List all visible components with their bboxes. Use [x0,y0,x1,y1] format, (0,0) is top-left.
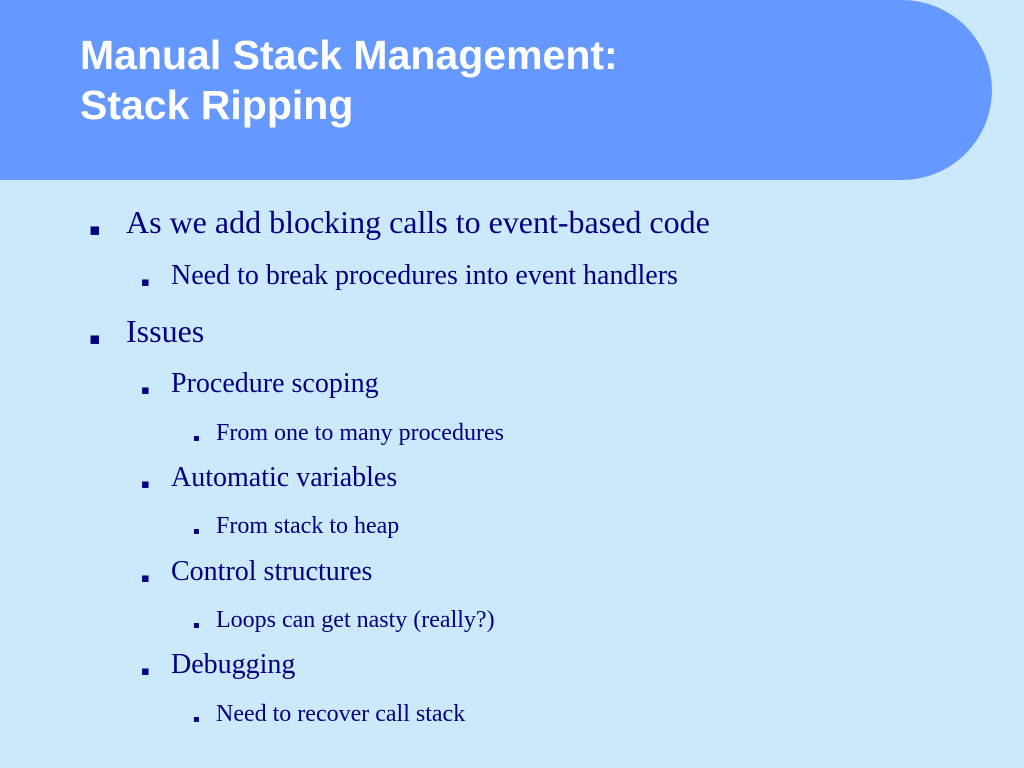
square-bullet-icon: ▪ [193,620,200,631]
square-bullet-icon: ▪ [193,714,200,725]
bullet-item: ▪ Debugging [141,648,296,682]
square-bullet-icon: ▪ [141,383,150,398]
bullet-text: Debugging [171,649,296,680]
bullet-text: From one to many procedures [216,420,504,446]
bullet-text: Loops can get nasty (really?) [216,607,495,633]
square-bullet-icon: ▪ [141,275,150,290]
bullet-item: ▪ Loops can get nasty (really?) [193,606,495,634]
slide-title-line-1: Manual Stack Management: [80,32,618,78]
bullet-item: ▪ Procedure scoping [141,367,379,401]
bullet-text: As we add blocking calls to event-based … [126,204,710,240]
bullet-text: Need to break procedures into event hand… [171,260,678,291]
square-bullet-icon: ▪ [141,571,150,586]
bullet-item: ▪ Issues [89,312,205,350]
bullet-text: Procedure scoping [171,368,379,399]
bullet-text: Automatic variables [171,462,398,493]
square-bullet-icon: ▪ [193,433,200,444]
bullet-item: ▪ Control structures [141,555,373,589]
bullet-text: Need to recover call stack [216,701,466,727]
bullet-text: Issues [126,313,205,349]
bullet-item: ▪ From one to many procedures [193,419,504,447]
slide-title: Manual Stack Management: Stack Ripping [80,30,618,130]
square-bullet-icon: ▪ [141,664,150,679]
title-band: Manual Stack Management: Stack Ripping [0,0,992,180]
bullet-text: Control structures [171,556,373,587]
square-bullet-icon: ▪ [89,220,101,240]
bullet-item: ▪ Need to recover call stack [193,700,466,728]
slide-title-line-2: Stack Ripping [80,82,354,128]
bullet-text: From stack to heap [216,513,400,539]
square-bullet-icon: ▪ [141,477,150,492]
bullet-item: ▪ From stack to heap [193,512,400,540]
bullet-item: ▪ Automatic variables [141,461,398,495]
square-bullet-icon: ▪ [89,329,101,349]
bullet-item: ▪ As we add blocking calls to event-base… [89,203,710,241]
bullet-item: ▪ Need to break procedures into event ha… [141,259,678,293]
square-bullet-icon: ▪ [193,526,200,537]
